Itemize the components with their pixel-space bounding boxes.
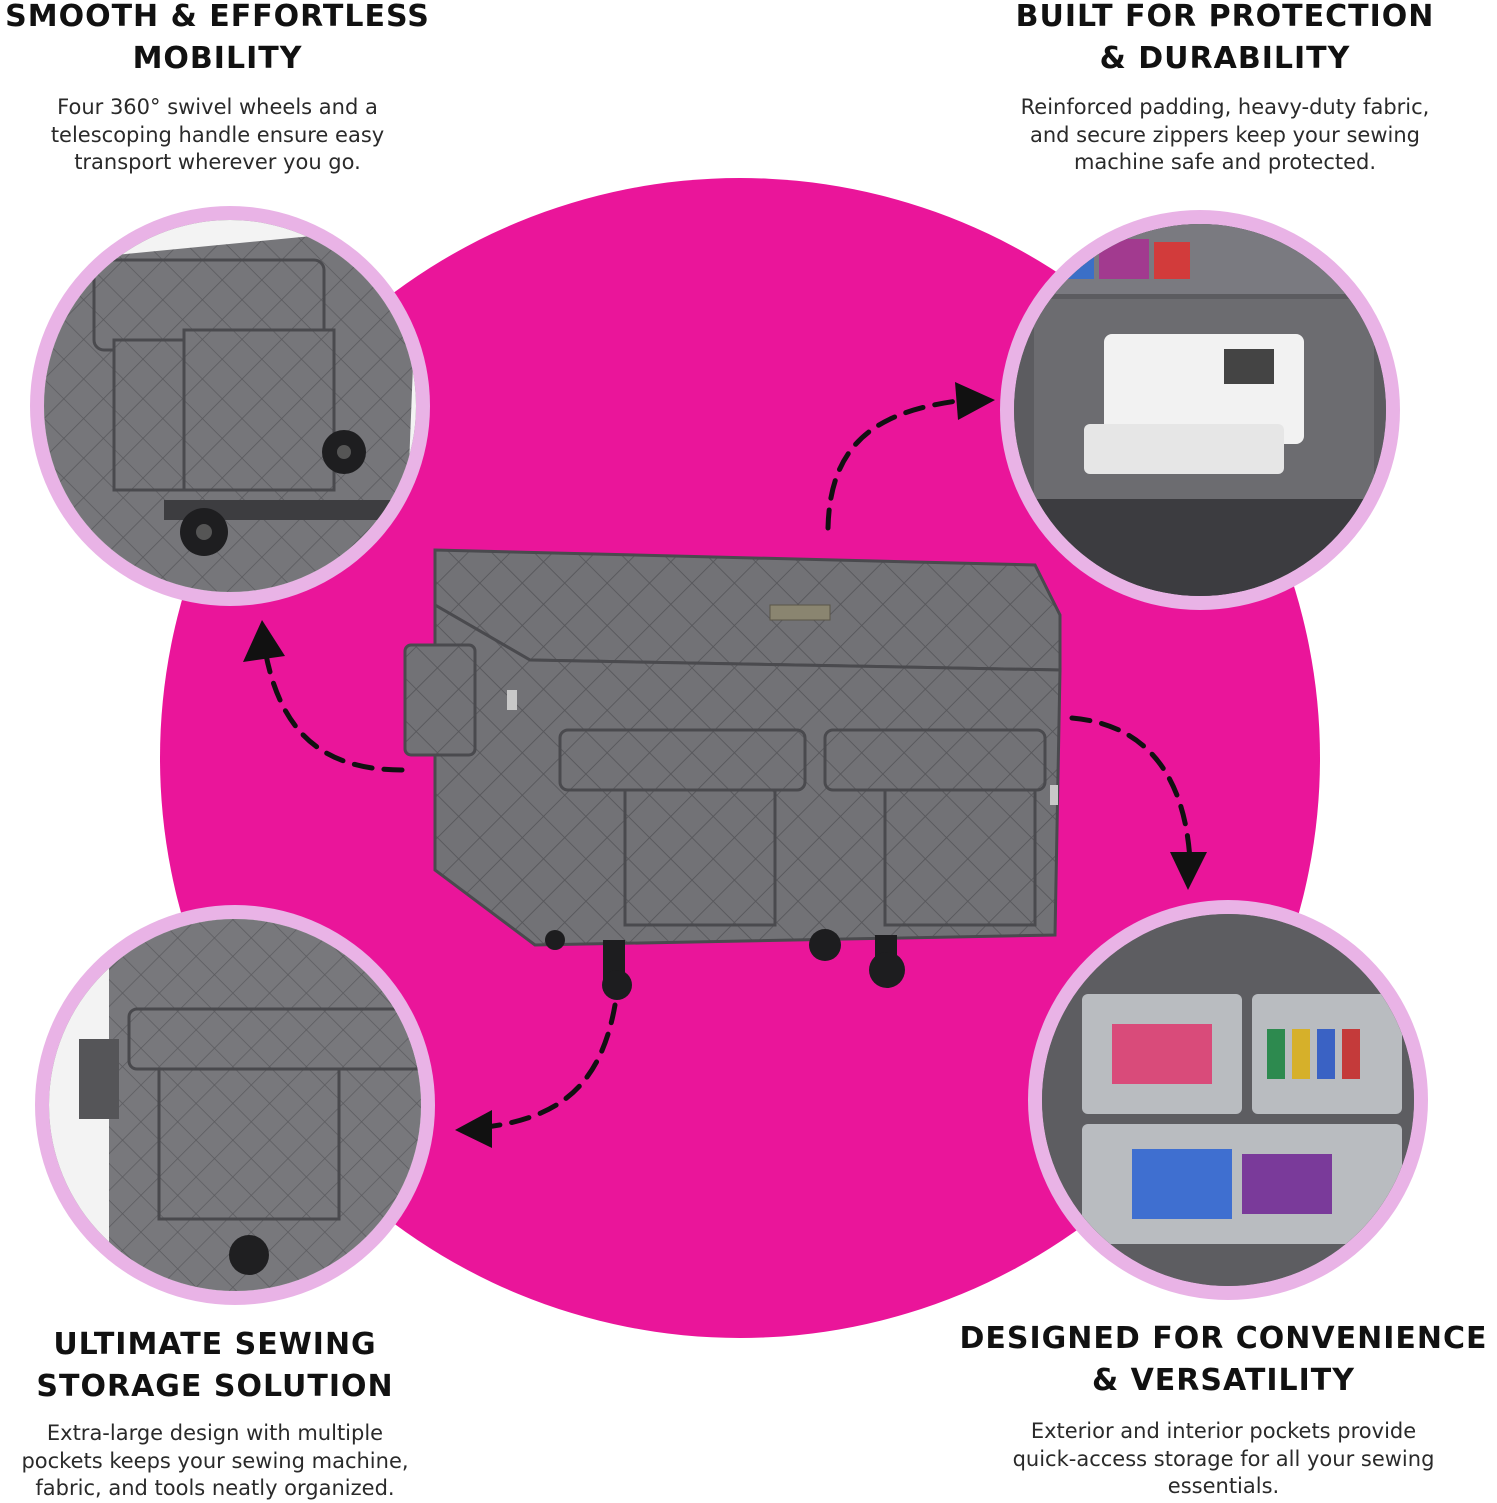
feature-protection-title: BUILT FOR PROTECTION & DURABILITY: [1015, 0, 1435, 76]
bubble-storage-pockets: [35, 905, 435, 1305]
feature-mobility-text: Four 360° swivel wheels and a telescopin…: [50, 95, 385, 174]
feature-protection: BUILT FOR PROTECTION & DURABILITY Reinfo…: [975, 0, 1475, 177]
bubble-clear-pockets: [1028, 900, 1428, 1300]
feature-convenience-text: Exterior and interior pockets provide qu…: [1012, 1419, 1435, 1498]
bubble-interior-machine: [1000, 210, 1400, 610]
feature-mobility: SMOOTH & EFFORTLESS MOBILITY Four 360° s…: [0, 0, 435, 177]
bubble-wheels-closeup: [30, 206, 430, 606]
feature-mobility-title: SMOOTH & EFFORTLESS MOBILITY: [5, 0, 430, 76]
feature-storage-text: Extra-large design with multiple pockets…: [21, 1421, 409, 1500]
feature-convenience-title: DESIGNED FOR CONVENIENCE & VERSATILITY: [959, 1321, 1488, 1398]
feature-storage: ULTIMATE SEWING STORAGE SOLUTION Extra-l…: [0, 1324, 430, 1503]
storage-pockets-image: [49, 919, 421, 1291]
wheels-closeup-image: [44, 220, 416, 592]
clear-pockets-image: [1042, 914, 1414, 1286]
product-rolling-sewing-bag: [395, 540, 1075, 1000]
feature-convenience: DESIGNED FOR CONVENIENCE & VERSATILITY E…: [950, 1318, 1497, 1501]
feature-protection-text: Reinforced padding, heavy-duty fabric, a…: [1020, 95, 1430, 174]
feature-storage-title: ULTIMATE SEWING STORAGE SOLUTION: [36, 1327, 394, 1404]
interior-machine-image: [1014, 224, 1386, 596]
